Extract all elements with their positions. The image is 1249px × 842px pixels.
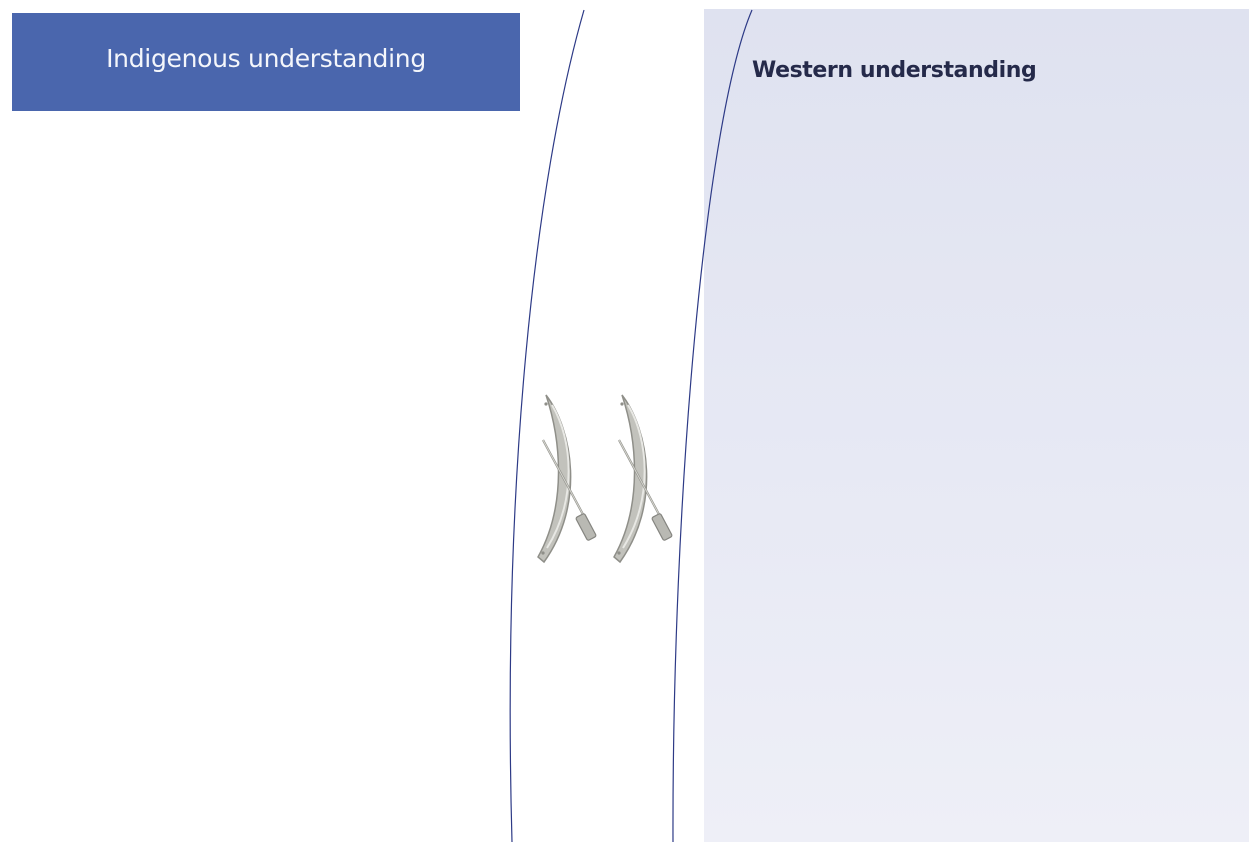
canoe-with-paddle-icon xyxy=(614,395,673,562)
canoe-with-paddle-icon xyxy=(538,395,597,562)
left-river-bank xyxy=(510,10,584,842)
right-river-bank xyxy=(673,10,752,842)
